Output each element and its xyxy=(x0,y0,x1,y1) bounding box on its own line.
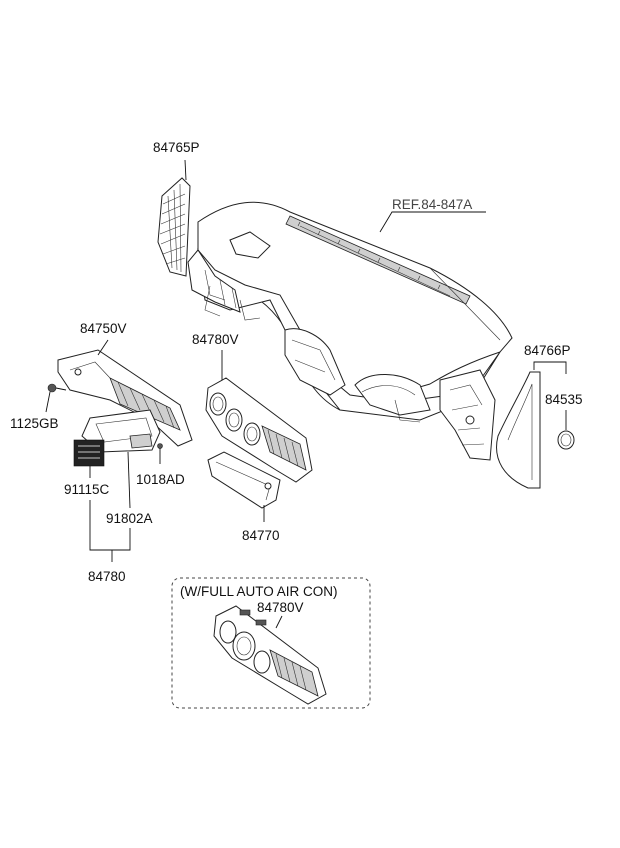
label-84765P: 84765P xyxy=(153,140,200,155)
label-84535: 84535 xyxy=(545,392,583,407)
option-box xyxy=(171,577,371,709)
screw-1018AD xyxy=(157,443,163,464)
side-grille-84765P xyxy=(157,159,191,277)
center-fascia-84780V xyxy=(205,350,313,483)
crash-pad-assembly xyxy=(187,201,513,461)
side-cover-84766P xyxy=(496,371,541,489)
label-84780: 84780 xyxy=(88,569,126,584)
center-fascia-auto-aircon xyxy=(213,605,327,705)
label-1018AD: 1018AD xyxy=(136,472,185,487)
cap-84535 xyxy=(557,410,575,450)
label-91115C: 91115C xyxy=(64,482,110,497)
label-ref-84-847A: REF.84-847A xyxy=(392,197,472,212)
label-91802A: 91802A xyxy=(106,511,153,526)
bolt-1125GB xyxy=(45,383,67,413)
label-84766P: 84766P xyxy=(524,343,571,358)
label-1125GB: 1125GB xyxy=(10,416,59,431)
option-note: (W/FULL AUTO AIR CON) xyxy=(180,584,338,599)
label-84780V-main: 84780V xyxy=(192,332,239,347)
label-84750V: 84750V xyxy=(80,321,127,336)
label-84780V-option: 84780V xyxy=(257,600,304,615)
tray-84770 xyxy=(207,451,281,522)
sticker-91115C xyxy=(73,439,105,467)
lower-crash-pad-84750V xyxy=(57,339,193,447)
label-84770: 84770 xyxy=(242,528,280,543)
